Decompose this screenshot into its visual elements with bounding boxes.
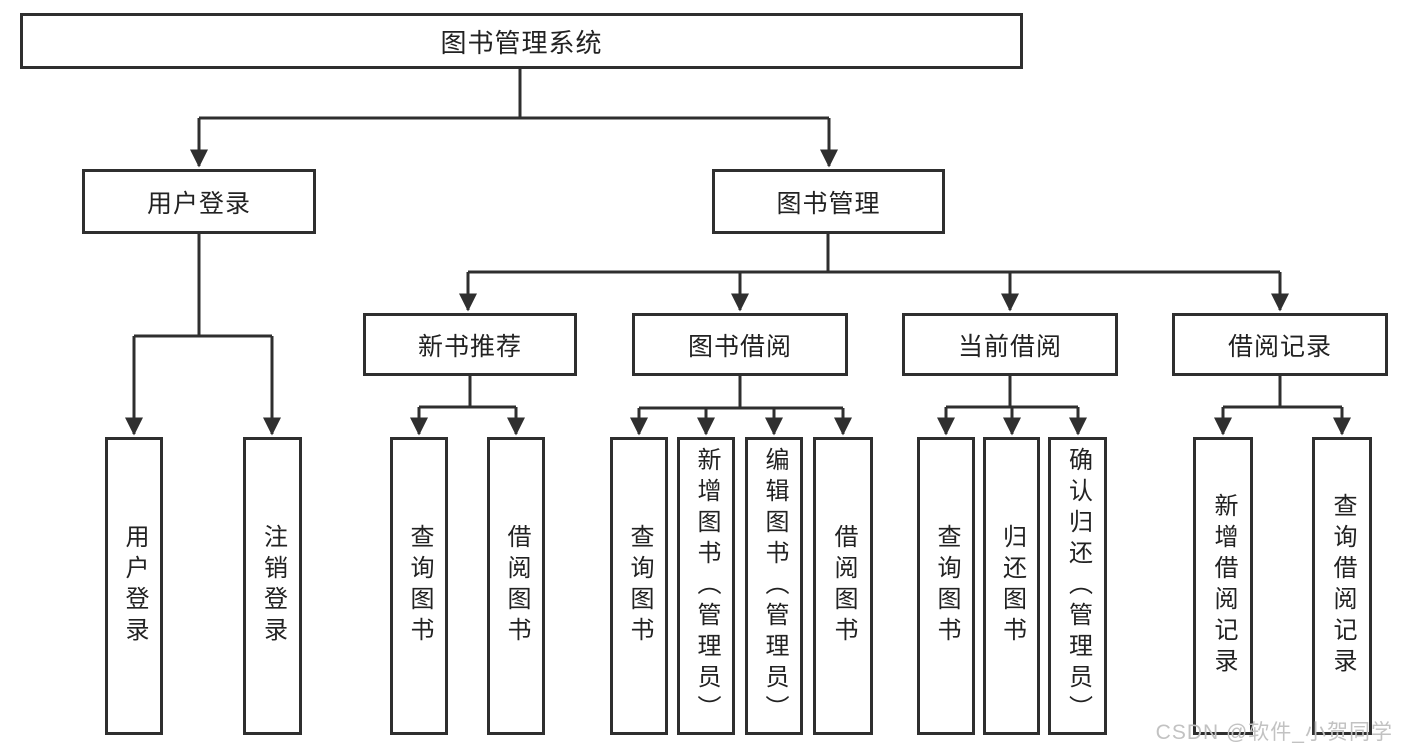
- node-label: 借阅图书: [503, 524, 530, 648]
- node-label: 图书借阅: [687, 332, 792, 361]
- leaf-return-books: 归还图书: [983, 437, 1040, 735]
- node-label: 查询图书: [406, 524, 433, 648]
- node-label: 注销登录: [259, 524, 287, 648]
- node-label: 用户登录: [121, 524, 148, 648]
- node-label: 借阅图书: [830, 524, 857, 648]
- leaf-query-borrow-record: 查询借阅记录: [1312, 437, 1372, 735]
- node-label: 查询图书: [626, 524, 653, 648]
- node-label: 图书管理系统: [440, 27, 603, 58]
- leaf-edit-books-admin: 编辑图书（管理员）: [745, 437, 803, 735]
- node-user-login: 用户登录: [82, 169, 316, 234]
- leaf-logout: 注销登录: [243, 437, 302, 735]
- node-label: 查询图书: [933, 524, 960, 648]
- node-root: 图书管理系统: [20, 13, 1023, 69]
- node-label: 借阅记录: [1227, 332, 1332, 361]
- node-label: 图书管理: [776, 189, 881, 218]
- node-new-book-recommend: 新书推荐: [363, 313, 577, 376]
- leaf-borrow-books-recommend: 借阅图书: [487, 437, 545, 735]
- node-current-borrowing: 当前借阅: [902, 313, 1118, 376]
- node-label: 查询借阅记录: [1329, 493, 1356, 679]
- node-book-management: 图书管理: [712, 169, 945, 234]
- leaf-confirm-return-admin: 确认归还（管理员）: [1048, 437, 1107, 735]
- node-label: 归还图书: [998, 524, 1026, 648]
- node-label: 新增图书（管理员）: [693, 446, 720, 726]
- node-label: 新增借阅记录: [1210, 493, 1237, 679]
- leaf-user-login: 用户登录: [105, 437, 163, 735]
- node-book-borrowing: 图书借阅: [632, 313, 848, 376]
- leaf-query-books-current: 查询图书: [917, 437, 975, 735]
- node-label: 确认归还（管理员）: [1064, 446, 1092, 726]
- node-label: 当前借阅: [957, 332, 1062, 361]
- leaf-borrow-books-borrowing: 借阅图书: [813, 437, 873, 735]
- node-label: 编辑图书（管理员）: [761, 446, 788, 726]
- node-label: 新书推荐: [417, 332, 522, 361]
- leaf-add-borrow-record: 新增借阅记录: [1193, 437, 1253, 735]
- leaf-add-books-admin: 新增图书（管理员）: [677, 437, 735, 735]
- leaf-query-books-recommend: 查询图书: [390, 437, 448, 735]
- csdn-watermark: CSDN @软件_小贺同学: [1155, 721, 1393, 744]
- leaf-query-books-borrowing: 查询图书: [610, 437, 668, 735]
- node-borrow-records: 借阅记录: [1172, 313, 1388, 376]
- node-label: 用户登录: [146, 189, 251, 218]
